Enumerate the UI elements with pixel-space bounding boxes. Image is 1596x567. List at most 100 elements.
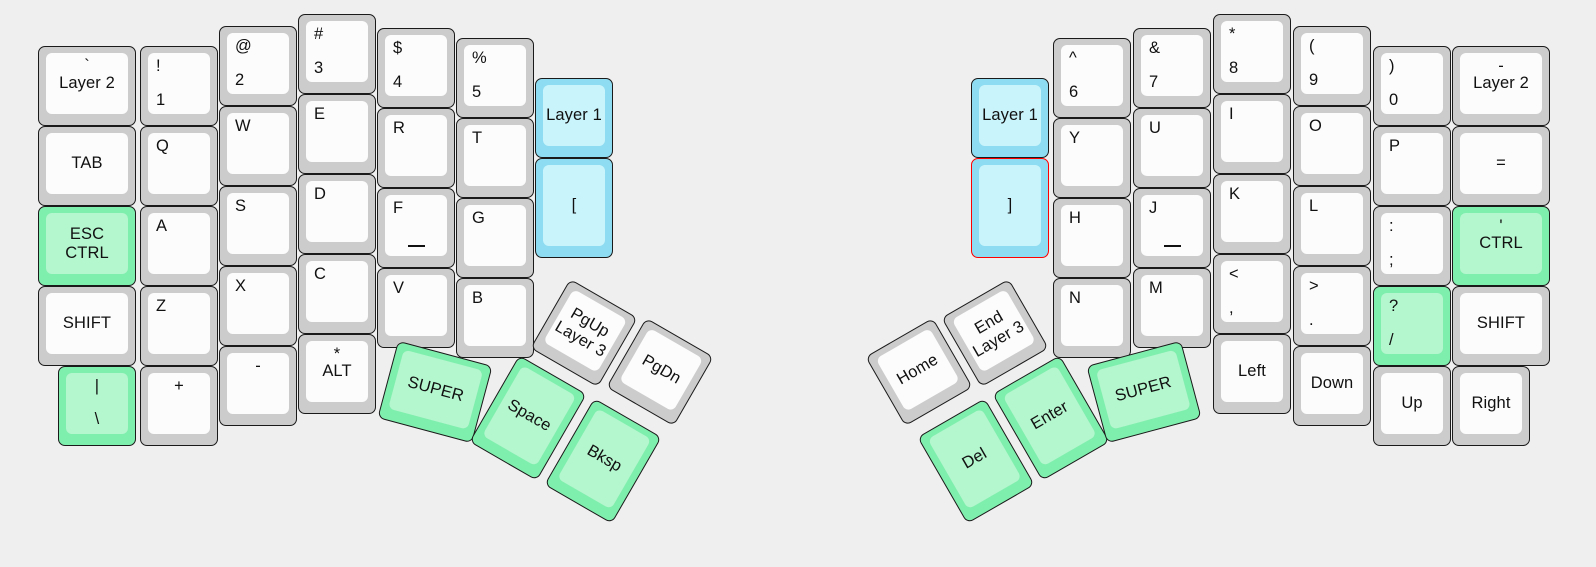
key-8[interactable]: *8	[1213, 14, 1291, 94]
key-5[interactable]: %5	[456, 38, 534, 118]
keycap-surface: B	[464, 285, 526, 346]
key-legend-center: ]	[1007, 196, 1013, 215]
key-legend-top: J	[1149, 199, 1158, 217]
keycap-surface: Right	[1460, 373, 1522, 434]
keycap-surface: ?/	[1381, 293, 1443, 354]
key-legend-bottom: 6	[1069, 82, 1079, 101]
key-0[interactable]: )0	[1373, 46, 1451, 126]
key-legend-top: H	[1069, 209, 1082, 227]
key-shift-right[interactable]: SHIFT	[1452, 286, 1550, 366]
key-legend-bottom: 3	[314, 58, 324, 77]
key-legend-top: >	[1309, 277, 1319, 295]
key-legend-top: Y	[1069, 129, 1081, 147]
keycap-surface: SHIFT	[46, 293, 128, 354]
key-left-bracket[interactable]: [	[535, 158, 613, 258]
key-semicolon[interactable]: :;	[1373, 206, 1451, 286]
key-legend-top: (	[1309, 37, 1315, 55]
key-h[interactable]: H	[1053, 198, 1131, 278]
key-a[interactable]: A	[140, 206, 218, 286]
homing-bar-icon	[408, 245, 425, 247]
keycap-surface: O	[1301, 113, 1363, 174]
key-c[interactable]: C	[298, 254, 376, 334]
key-legend-bottom: 4	[393, 72, 403, 91]
key-shift-left[interactable]: SHIFT	[38, 286, 136, 366]
keycap-surface: V	[385, 275, 447, 336]
key-k[interactable]: K	[1213, 174, 1291, 254]
key-legend-center: TAB	[71, 154, 103, 173]
key-period[interactable]: >.	[1293, 266, 1371, 346]
key-q[interactable]: Q	[140, 126, 218, 206]
key-7[interactable]: &7	[1133, 28, 1211, 108]
key-d[interactable]: D	[298, 174, 376, 254]
keycap-surface: )0	[1381, 53, 1443, 114]
key-p[interactable]: P	[1373, 126, 1451, 206]
key-legend-top: ^	[1069, 49, 1077, 67]
key-legend-bottom: 7	[1149, 72, 1159, 91]
keycap-surface: C	[306, 261, 368, 322]
key-9[interactable]: (9	[1293, 26, 1371, 106]
key-3[interactable]: #3	[298, 14, 376, 94]
key-w[interactable]: W	[219, 106, 297, 186]
key-comma[interactable]: <,	[1213, 254, 1291, 334]
key-alt[interactable]: *ALT	[298, 334, 376, 414]
key-i[interactable]: I	[1213, 94, 1291, 174]
key-arrow-up[interactable]: Up	[1373, 366, 1451, 446]
key-arrow-down[interactable]: Down	[1293, 346, 1371, 426]
keycap-surface: Enter	[1002, 365, 1097, 467]
keycap-surface: K	[1221, 181, 1283, 242]
key-j[interactable]: J	[1133, 188, 1211, 268]
key-6[interactable]: ^6	[1053, 38, 1131, 118]
key-layer-2-right[interactable]: -Layer 2	[1452, 46, 1550, 126]
key-legend-top: %	[472, 49, 487, 67]
key-m[interactable]: M	[1133, 268, 1211, 348]
key-legend-top: N	[1069, 289, 1082, 307]
key-layer-2-left[interactable]: `Layer 2	[38, 46, 136, 126]
key-right-bracket[interactable]: ]	[971, 158, 1049, 258]
key-legend-top: S	[235, 197, 247, 215]
key-legend-center: =	[1496, 154, 1506, 173]
keycap-surface: Layer 1	[543, 85, 605, 146]
keycap-surface: Bksp	[557, 408, 652, 510]
key-x[interactable]: X	[219, 266, 297, 346]
key-u[interactable]: U	[1133, 108, 1211, 188]
key-l[interactable]: L	[1293, 186, 1371, 266]
keycap-surface: G	[464, 205, 526, 266]
key-b[interactable]: B	[456, 278, 534, 358]
key-legend-bottom: ,	[1229, 298, 1234, 317]
key-layer-1-right[interactable]: Layer 1	[971, 78, 1049, 158]
key-z[interactable]: Z	[140, 286, 218, 366]
keycap-surface: %5	[464, 45, 526, 106]
key-4[interactable]: $4	[377, 28, 455, 108]
key-f[interactable]: F	[377, 188, 455, 268]
key-s[interactable]: S	[219, 186, 297, 266]
key-esc-ctrl[interactable]: ESC CTRL	[38, 206, 136, 286]
key-tab[interactable]: TAB	[38, 126, 136, 206]
key-quote-ctrl[interactable]: 'CTRL	[1452, 206, 1550, 286]
keycap-surface: D	[306, 181, 368, 242]
key-arrow-right[interactable]: Right	[1452, 366, 1530, 446]
key-g[interactable]: G	[456, 198, 534, 278]
key-t[interactable]: T	[456, 118, 534, 198]
key-r[interactable]: R	[377, 108, 455, 188]
key-1[interactable]: !1	[140, 46, 218, 126]
key-e[interactable]: E	[298, 94, 376, 174]
key-minus-left[interactable]: -	[219, 346, 297, 426]
key-y[interactable]: Y	[1053, 118, 1131, 198]
key-pipe-backslash[interactable]: |\	[58, 366, 136, 446]
key-equals[interactable]: =	[1452, 126, 1550, 206]
key-arrow-left[interactable]: Left	[1213, 334, 1291, 414]
key-legend-bottom: ;	[1389, 250, 1394, 269]
key-legend-center: Space	[504, 396, 555, 436]
key-v[interactable]: V	[377, 268, 455, 348]
key-legend-top: !	[156, 57, 161, 75]
key-o[interactable]: O	[1293, 106, 1371, 186]
key-n[interactable]: N	[1053, 278, 1131, 358]
key-slash[interactable]: ?/	[1373, 286, 1451, 366]
key-layer-1-left[interactable]: Layer 1	[535, 78, 613, 158]
key-legend-top: M	[1149, 279, 1163, 297]
key-plus[interactable]: +	[140, 366, 218, 446]
key-legend-center: SHIFT	[1476, 314, 1526, 333]
key-legend-center: PgUp Layer 3	[552, 304, 613, 361]
key-2[interactable]: @2	[219, 26, 297, 106]
